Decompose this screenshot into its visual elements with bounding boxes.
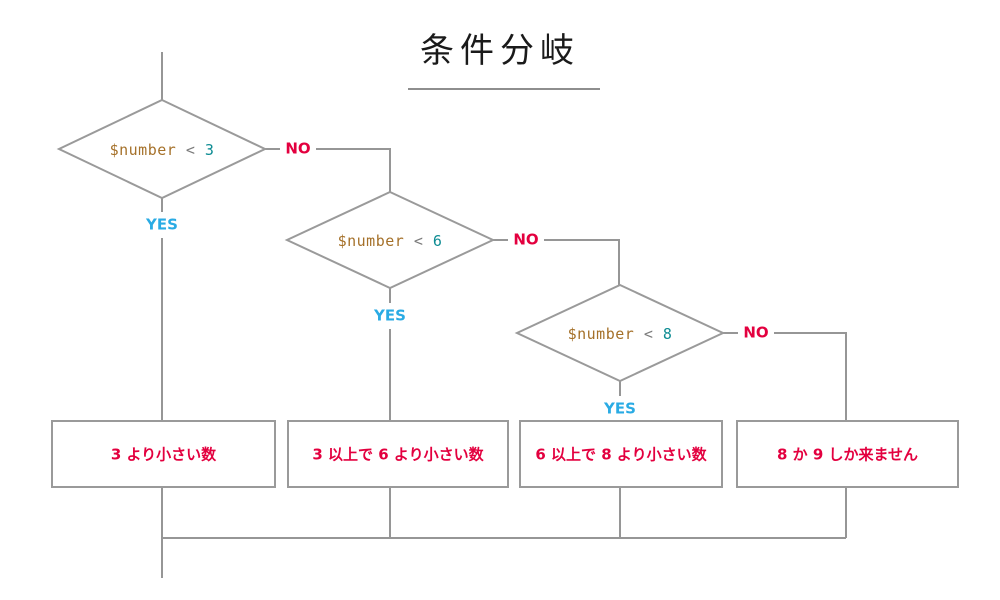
branch-labels: YES YES YES NO NO NO: [145, 140, 769, 418]
condition-expression: $number < 8: [568, 325, 673, 343]
no-branch-label-2: NO: [513, 231, 538, 249]
yes-branch-label-2: YES: [373, 307, 406, 325]
result-node-3[interactable]: 6 以上で 8 より小さい数: [519, 420, 723, 488]
yes-branch-label-1: YES: [145, 216, 178, 234]
condition-operator: <: [186, 141, 205, 159]
result-box: [519, 420, 723, 488]
condition-number: 6: [433, 232, 443, 250]
decision-node-2[interactable]: $number < 6: [284, 190, 496, 290]
result-label: 6 以上で 8 より小さい数: [535, 446, 707, 464]
connector-edge-d1-no: [265, 148, 391, 192]
result-nodes: 3 より小さい数 3 以上で 6 より小さい数 6 以上で 8 より小さい数 8 か …: [51, 420, 959, 488]
connector-edge-d2-no: [493, 239, 620, 285]
no-branch-label-1: NO: [285, 140, 310, 158]
yes-branch-label-3: YES: [603, 400, 636, 418]
diamond-shape: [56, 98, 268, 200]
condition-number: 3: [205, 141, 215, 159]
result-label: 3 以上で 6 より小さい数: [312, 446, 484, 464]
condition-operator: <: [644, 325, 663, 343]
connector-edge-d3-no: [723, 332, 847, 421]
decision-node-1[interactable]: $number < 3: [56, 98, 268, 200]
result-box: [51, 420, 276, 488]
condition-number: 8: [663, 325, 673, 343]
result-box: [736, 420, 959, 488]
result-node-1[interactable]: 3 より小さい数: [51, 420, 276, 488]
condition-expression: $number < 6: [338, 232, 443, 250]
result-node-4[interactable]: 8 か 9 しか来ません: [736, 420, 959, 488]
result-label: 8 か 9 しか来ません: [777, 446, 918, 464]
condition-variable: $number: [110, 141, 186, 159]
connector-lines: [161, 52, 847, 578]
decision-nodes: $number < 3$number < 6$number < 8: [56, 98, 726, 383]
decision-node-3[interactable]: $number < 8: [514, 283, 726, 383]
condition-operator: <: [414, 232, 433, 250]
result-node-2[interactable]: 3 以上で 6 より小さい数: [287, 420, 509, 488]
page-title: 条件分岐: [420, 31, 580, 71]
result-label: 3 より小さい数: [111, 446, 217, 464]
no-branch-label-3: NO: [743, 324, 768, 342]
condition-expression: $number < 3: [110, 141, 215, 159]
condition-variable: $number: [568, 325, 644, 343]
condition-variable: $number: [338, 232, 414, 250]
result-box: [287, 420, 509, 488]
diamond-shape: [514, 283, 726, 383]
diamond-shape: [284, 190, 496, 290]
